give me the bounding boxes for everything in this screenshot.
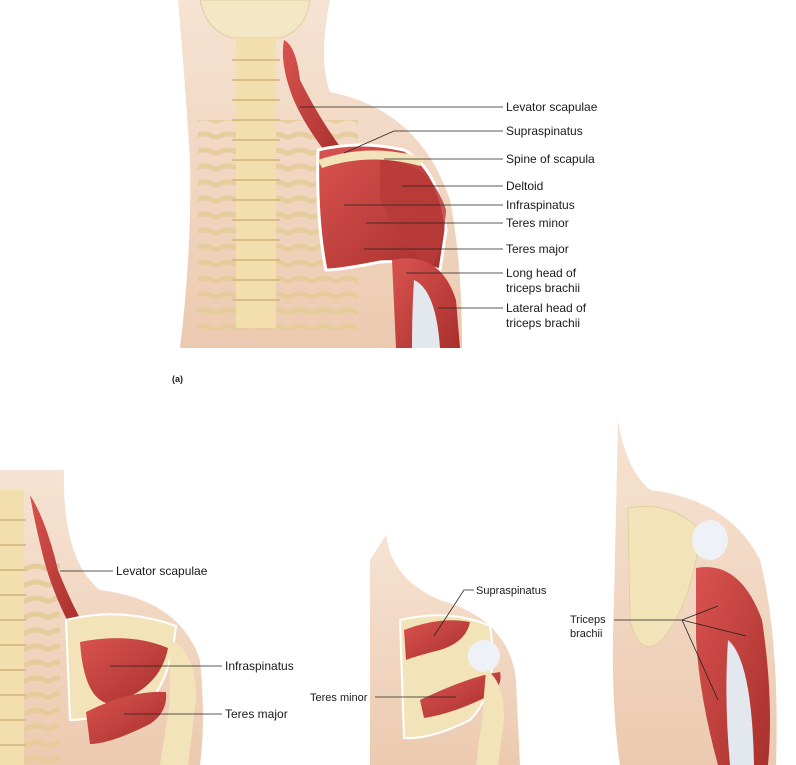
panel-c-humeral-head xyxy=(468,640,500,672)
label-c-teres-minor: Teres minor xyxy=(310,692,368,704)
label-a-infraspinatus: Infraspinatus xyxy=(506,198,575,212)
panel-c: Supraspinatus Teres minor xyxy=(310,535,547,765)
panel-a-vertebral-column xyxy=(232,38,280,328)
panel-a-head xyxy=(199,0,311,39)
label-a-supraspinatus: Supraspinatus xyxy=(506,124,583,138)
label-c-supraspinatus: Supraspinatus xyxy=(476,585,547,597)
panel-a-spine-of-scapula xyxy=(318,150,424,168)
label-b-infraspinatus: Infraspinatus xyxy=(225,659,294,673)
panel-d-leader-lines xyxy=(614,605,747,701)
label-a-spine-of-scapula: Spine of scapula xyxy=(506,152,595,166)
panel-b-levator-scapulae-muscle xyxy=(30,495,80,622)
panel-d-triceps-tendon xyxy=(726,640,754,765)
panel-c-teres-minor-muscle xyxy=(420,672,501,718)
panel-a-levator-scapulae-muscle xyxy=(282,40,344,158)
label-a-deltoid: Deltoid xyxy=(506,179,543,193)
panel-a-triceps-tendon xyxy=(412,280,440,348)
label-a-long-head-line1: Long head of xyxy=(506,266,577,280)
label-d-triceps-line1: Triceps xyxy=(570,614,606,626)
panel-a-leader-lines xyxy=(300,106,503,309)
panel-d-humeral-head xyxy=(692,520,728,560)
label-a-teres-minor: Teres minor xyxy=(506,216,569,230)
label-a-long-head-line2: triceps brachii xyxy=(506,281,580,295)
label-a-levator-scapulae: Levator scapulae xyxy=(506,100,598,114)
panel-c-supraspinatus-muscle xyxy=(404,620,470,660)
panel-d-scapula xyxy=(627,505,701,648)
label-a-lateral-head-line2: triceps brachii xyxy=(506,316,580,330)
label-b-levator-scapulae: Levator scapulae xyxy=(116,564,208,578)
label-d-triceps-line2: brachii xyxy=(570,628,602,640)
panel-b-infraspinatus-muscle xyxy=(80,638,168,704)
panel-b: Levator scapulae Infraspinatus Teres maj… xyxy=(0,470,294,765)
panel-b-teres-major-muscle xyxy=(86,691,167,744)
panel-a: Levator scapulae Supraspinatus Spine of … xyxy=(172,0,598,384)
panel-b-vertebral-column xyxy=(0,490,26,765)
panel-d: Triceps brachii xyxy=(570,420,777,765)
panel-b-leader-lines xyxy=(60,570,222,715)
panel-a-letter: (a) xyxy=(172,374,183,384)
label-b-teres-major: Teres major xyxy=(225,707,288,721)
label-a-teres-major: Teres major xyxy=(506,242,569,256)
label-a-lateral-head-line1: Lateral head of xyxy=(506,301,587,315)
panel-c-humerus xyxy=(476,670,504,765)
panel-a-deltoid-muscle xyxy=(380,160,446,270)
panel-b-humerus xyxy=(160,640,196,765)
panel-c-leader-lines xyxy=(375,589,474,698)
